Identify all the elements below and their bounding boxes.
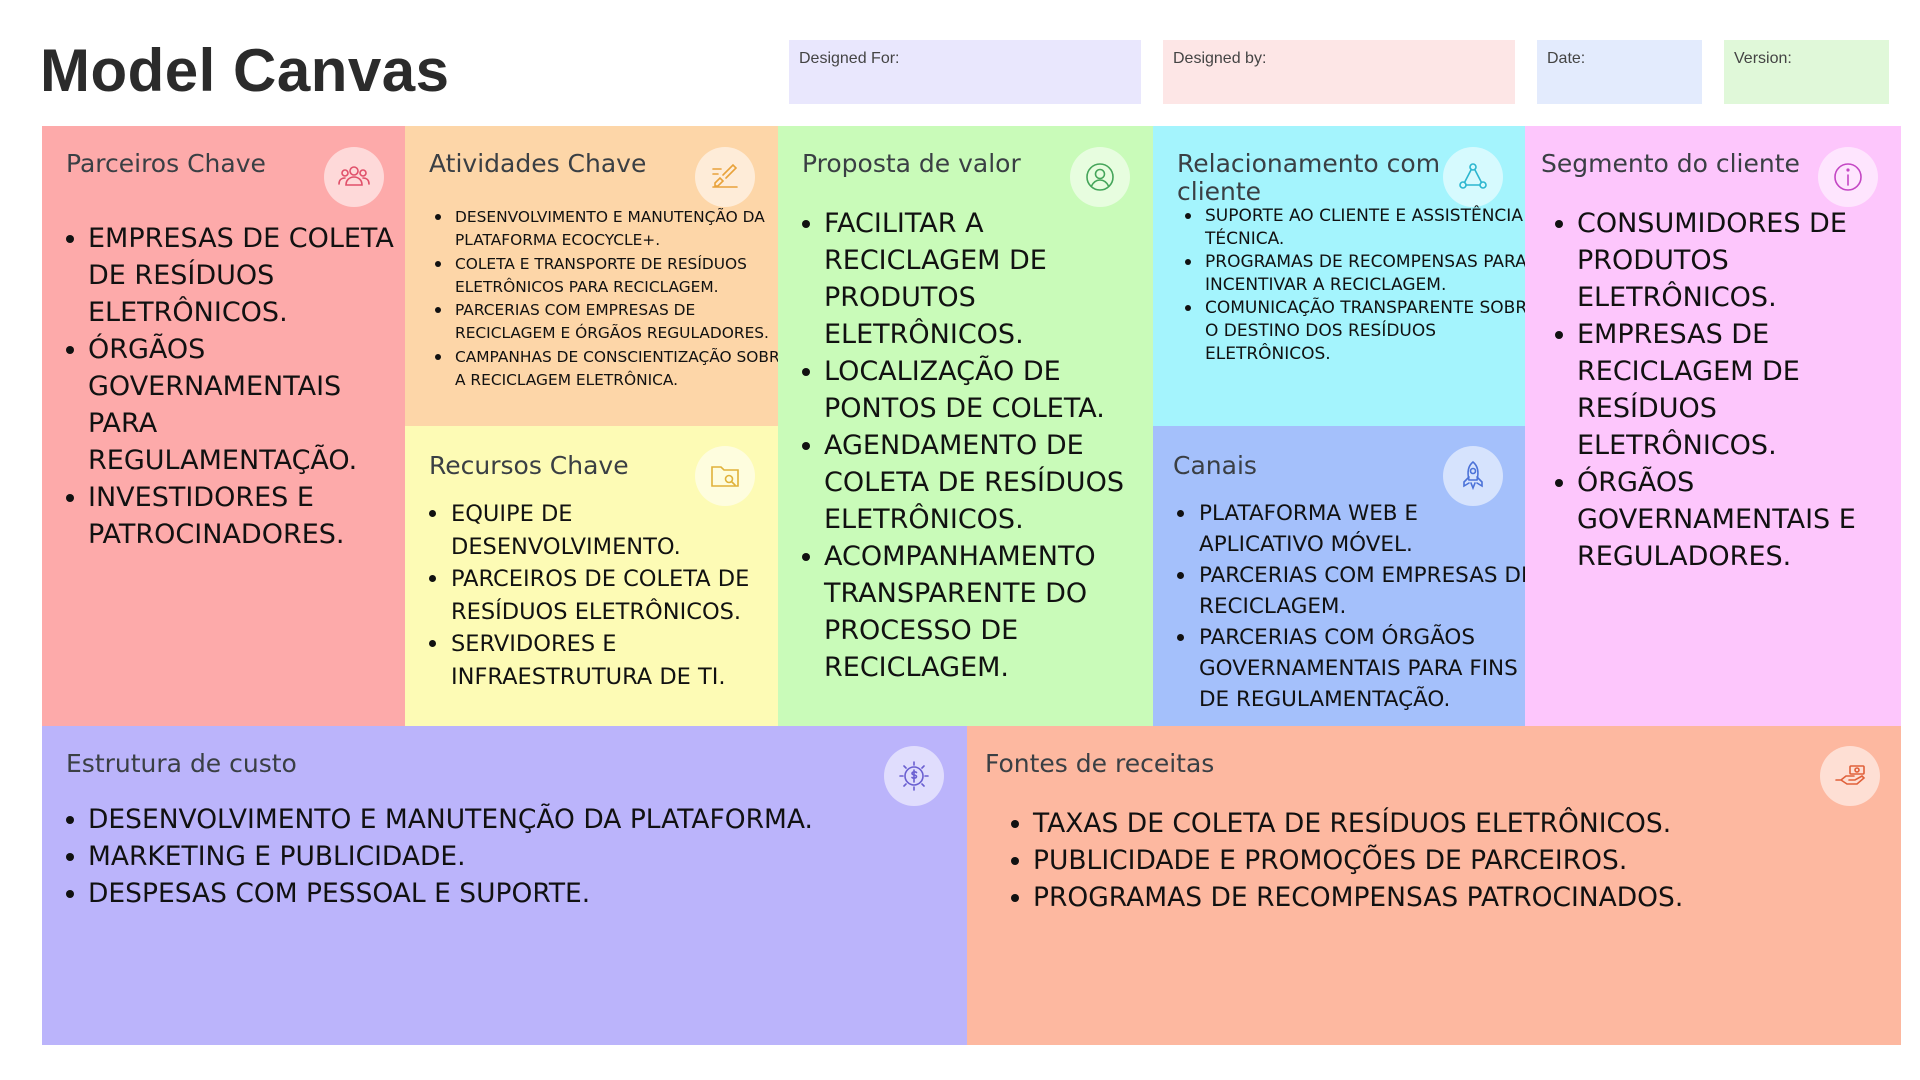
designed-for-field[interactable]: Designed For: xyxy=(789,40,1141,104)
block-parceiros-chave: Parceiros Chave EMPRESAS DE COLETA DE RE… xyxy=(42,126,405,726)
block-segmento-do-cliente: Segmento do cliente CONSUMIDORES DE PROD… xyxy=(1525,126,1901,726)
list-item: PROGRAMAS DE RECOMPENSAS PATROCINADOS. xyxy=(1011,879,1893,916)
list-item: EMPRESAS DE RECICLAGEM DE RESÍDUOS ELETR… xyxy=(1555,316,1917,464)
block-title: Relacionamento com cliente xyxy=(1177,149,1441,206)
list-item: DESENVOLVIMENTO E MANUTENÇÃO DA PLATAFOR… xyxy=(435,206,797,253)
block-title: Estrutura de custo xyxy=(66,749,297,778)
version-field[interactable]: Version: xyxy=(1724,40,1889,104)
list-item: COLETA E TRANSPORTE DE RESÍDUOS ELETRÔNI… xyxy=(435,253,797,300)
list-item: ACOMPANHAMENTO TRANSPARENTE DO PROCESSO … xyxy=(802,538,1160,686)
list-item: PUBLICIDADE E PROMOÇÕES DE PARCEIROS. xyxy=(1011,842,1893,879)
block-items: FACILITAR A RECICLAGEM DE PRODUTOS ELETR… xyxy=(802,205,1160,686)
dollar-gear-icon xyxy=(884,746,944,806)
list-item: PARCERIAS COM EMPRESAS DE RECICLAGEM E Ó… xyxy=(435,299,797,346)
list-item: EMPRESAS DE COLETA DE RESÍDUOS ELETRÔNIC… xyxy=(66,220,408,331)
list-item: SUPORTE AO CLIENTE E ASSISTÊNCIA TÉCNICA… xyxy=(1185,205,1545,251)
designed-for-label: Designed For: xyxy=(799,50,900,67)
list-item: PARCERIAS COM ÓRGÃOS GOVERNAMENTAIS PARA… xyxy=(1177,622,1543,715)
list-item: PARCEIROS DE COLETA DE RESÍDUOS ELETRÔNI… xyxy=(429,563,791,628)
list-item: AGENDAMENTO DE COLETA DE RESÍDUOS ELETRÔ… xyxy=(802,427,1160,538)
list-item: COMUNICAÇÃO TRANSPARENTE SOBRE O DESTINO… xyxy=(1185,297,1545,366)
date-field[interactable]: Date: xyxy=(1537,40,1702,104)
list-item: TAXAS DE COLETA DE RESÍDUOS ELETRÔNICOS. xyxy=(1011,805,1893,842)
list-item: CAMPANHAS DE CONSCIENTIZAÇÃO SOBRE A REC… xyxy=(435,346,797,393)
list-item: MARKETING E PUBLICIDADE. xyxy=(66,838,968,875)
block-items: CONSUMIDORES DE PRODUTOS ELETRÔNICOS. EM… xyxy=(1555,205,1917,575)
list-item: DESPESAS COM PESSOAL E SUPORTE. xyxy=(66,875,968,912)
block-title: Parceiros Chave xyxy=(66,149,266,178)
block-canais: Canais PLATAFORMA WEB E APLICATIVO MÓVEL… xyxy=(1153,426,1535,726)
block-estrutura-de-custo: Estrutura de custo DESENVOLVIMENTO E MAN… xyxy=(42,726,967,1045)
block-relacionamento-com-cliente: Relacionamento com cliente SUPORTE AO CL… xyxy=(1153,126,1538,426)
list-item: DESENVOLVIMENTO E MANUTENÇÃO DA PLATAFOR… xyxy=(66,801,968,838)
block-items: PLATAFORMA WEB E APLICATIVO MÓVEL. PARCE… xyxy=(1177,498,1543,715)
user-circle-icon xyxy=(1070,147,1130,207)
folder-search-icon xyxy=(695,446,755,506)
block-title: Segmento do cliente xyxy=(1541,149,1800,178)
block-title: Atividades Chave xyxy=(429,149,647,178)
rocket-icon xyxy=(1443,446,1503,506)
version-label: Version: xyxy=(1734,50,1792,67)
network-nodes-icon xyxy=(1443,147,1503,207)
date-label: Date: xyxy=(1547,50,1586,67)
block-title: Fontes de receitas xyxy=(985,749,1215,778)
block-items: EQUIPE DE DESENVOLVIMENTO. PARCEIROS DE … xyxy=(429,498,791,693)
list-item: INVESTIDORES E PATROCINADORES. xyxy=(66,479,408,553)
block-items: DESENVOLVIMENTO E MANUTENÇÃO DA PLATAFOR… xyxy=(433,206,797,392)
block-title: Canais xyxy=(1173,451,1257,480)
block-atividades-chave: Atividades Chave DESENVOLVIMENTO E MANUT… xyxy=(405,126,789,426)
block-proposta-de-valor: Proposta de valor FACILITAR A RECICLAGEM… xyxy=(778,126,1153,726)
people-group-icon xyxy=(324,147,384,207)
designed-by-field[interactable]: Designed by: xyxy=(1163,40,1515,104)
info-icon xyxy=(1818,147,1878,207)
block-title: Proposta de valor xyxy=(802,149,1021,178)
list-item: PLATAFORMA WEB E APLICATIVO MÓVEL. xyxy=(1177,498,1543,560)
list-item: FACILITAR A RECICLAGEM DE PRODUTOS ELETR… xyxy=(802,205,1160,353)
list-item: EQUIPE DE DESENVOLVIMENTO. xyxy=(429,498,791,563)
block-fontes-de-receitas: Fontes de receitas TAXAS DE COLETA DE RE… xyxy=(967,726,1901,1045)
list-item: CONSUMIDORES DE PRODUTOS ELETRÔNICOS. xyxy=(1555,205,1917,316)
checklist-pencil-icon xyxy=(695,147,755,207)
block-title: Recursos Chave xyxy=(429,451,629,480)
list-item: LOCALIZAÇÃO DE PONTOS DE COLETA. xyxy=(802,353,1160,427)
hand-money-icon xyxy=(1820,746,1880,806)
block-items: DESENVOLVIMENTO E MANUTENÇÃO DA PLATAFOR… xyxy=(66,801,968,912)
list-item: PARCERIAS COM EMPRESAS DE RECICLAGEM. xyxy=(1177,560,1543,622)
designed-by-label: Designed by: xyxy=(1173,50,1267,67)
block-items: EMPRESAS DE COLETA DE RESÍDUOS ELETRÔNIC… xyxy=(66,220,408,553)
list-item: SERVIDORES E INFRAESTRUTURA DE TI. xyxy=(429,628,791,693)
page-title: Model Canvas xyxy=(40,37,450,104)
list-item: ÓRGÃOS GOVERNAMENTAIS PARA REGULAMENTAÇÃ… xyxy=(66,331,408,479)
list-item: ÓRGÃOS GOVERNAMENTAIS E REGULADORES. xyxy=(1555,464,1917,575)
list-item: PROGRAMAS DE RECOMPENSAS PARA INCENTIVAR… xyxy=(1185,251,1545,297)
block-items: TAXAS DE COLETA DE RESÍDUOS ELETRÔNICOS.… xyxy=(1011,805,1893,916)
block-items: SUPORTE AO CLIENTE E ASSISTÊNCIA TÉCNICA… xyxy=(1183,205,1545,366)
block-recursos-chave: Recursos Chave EQUIPE DE DESENVOLVIMENTO… xyxy=(405,426,778,726)
